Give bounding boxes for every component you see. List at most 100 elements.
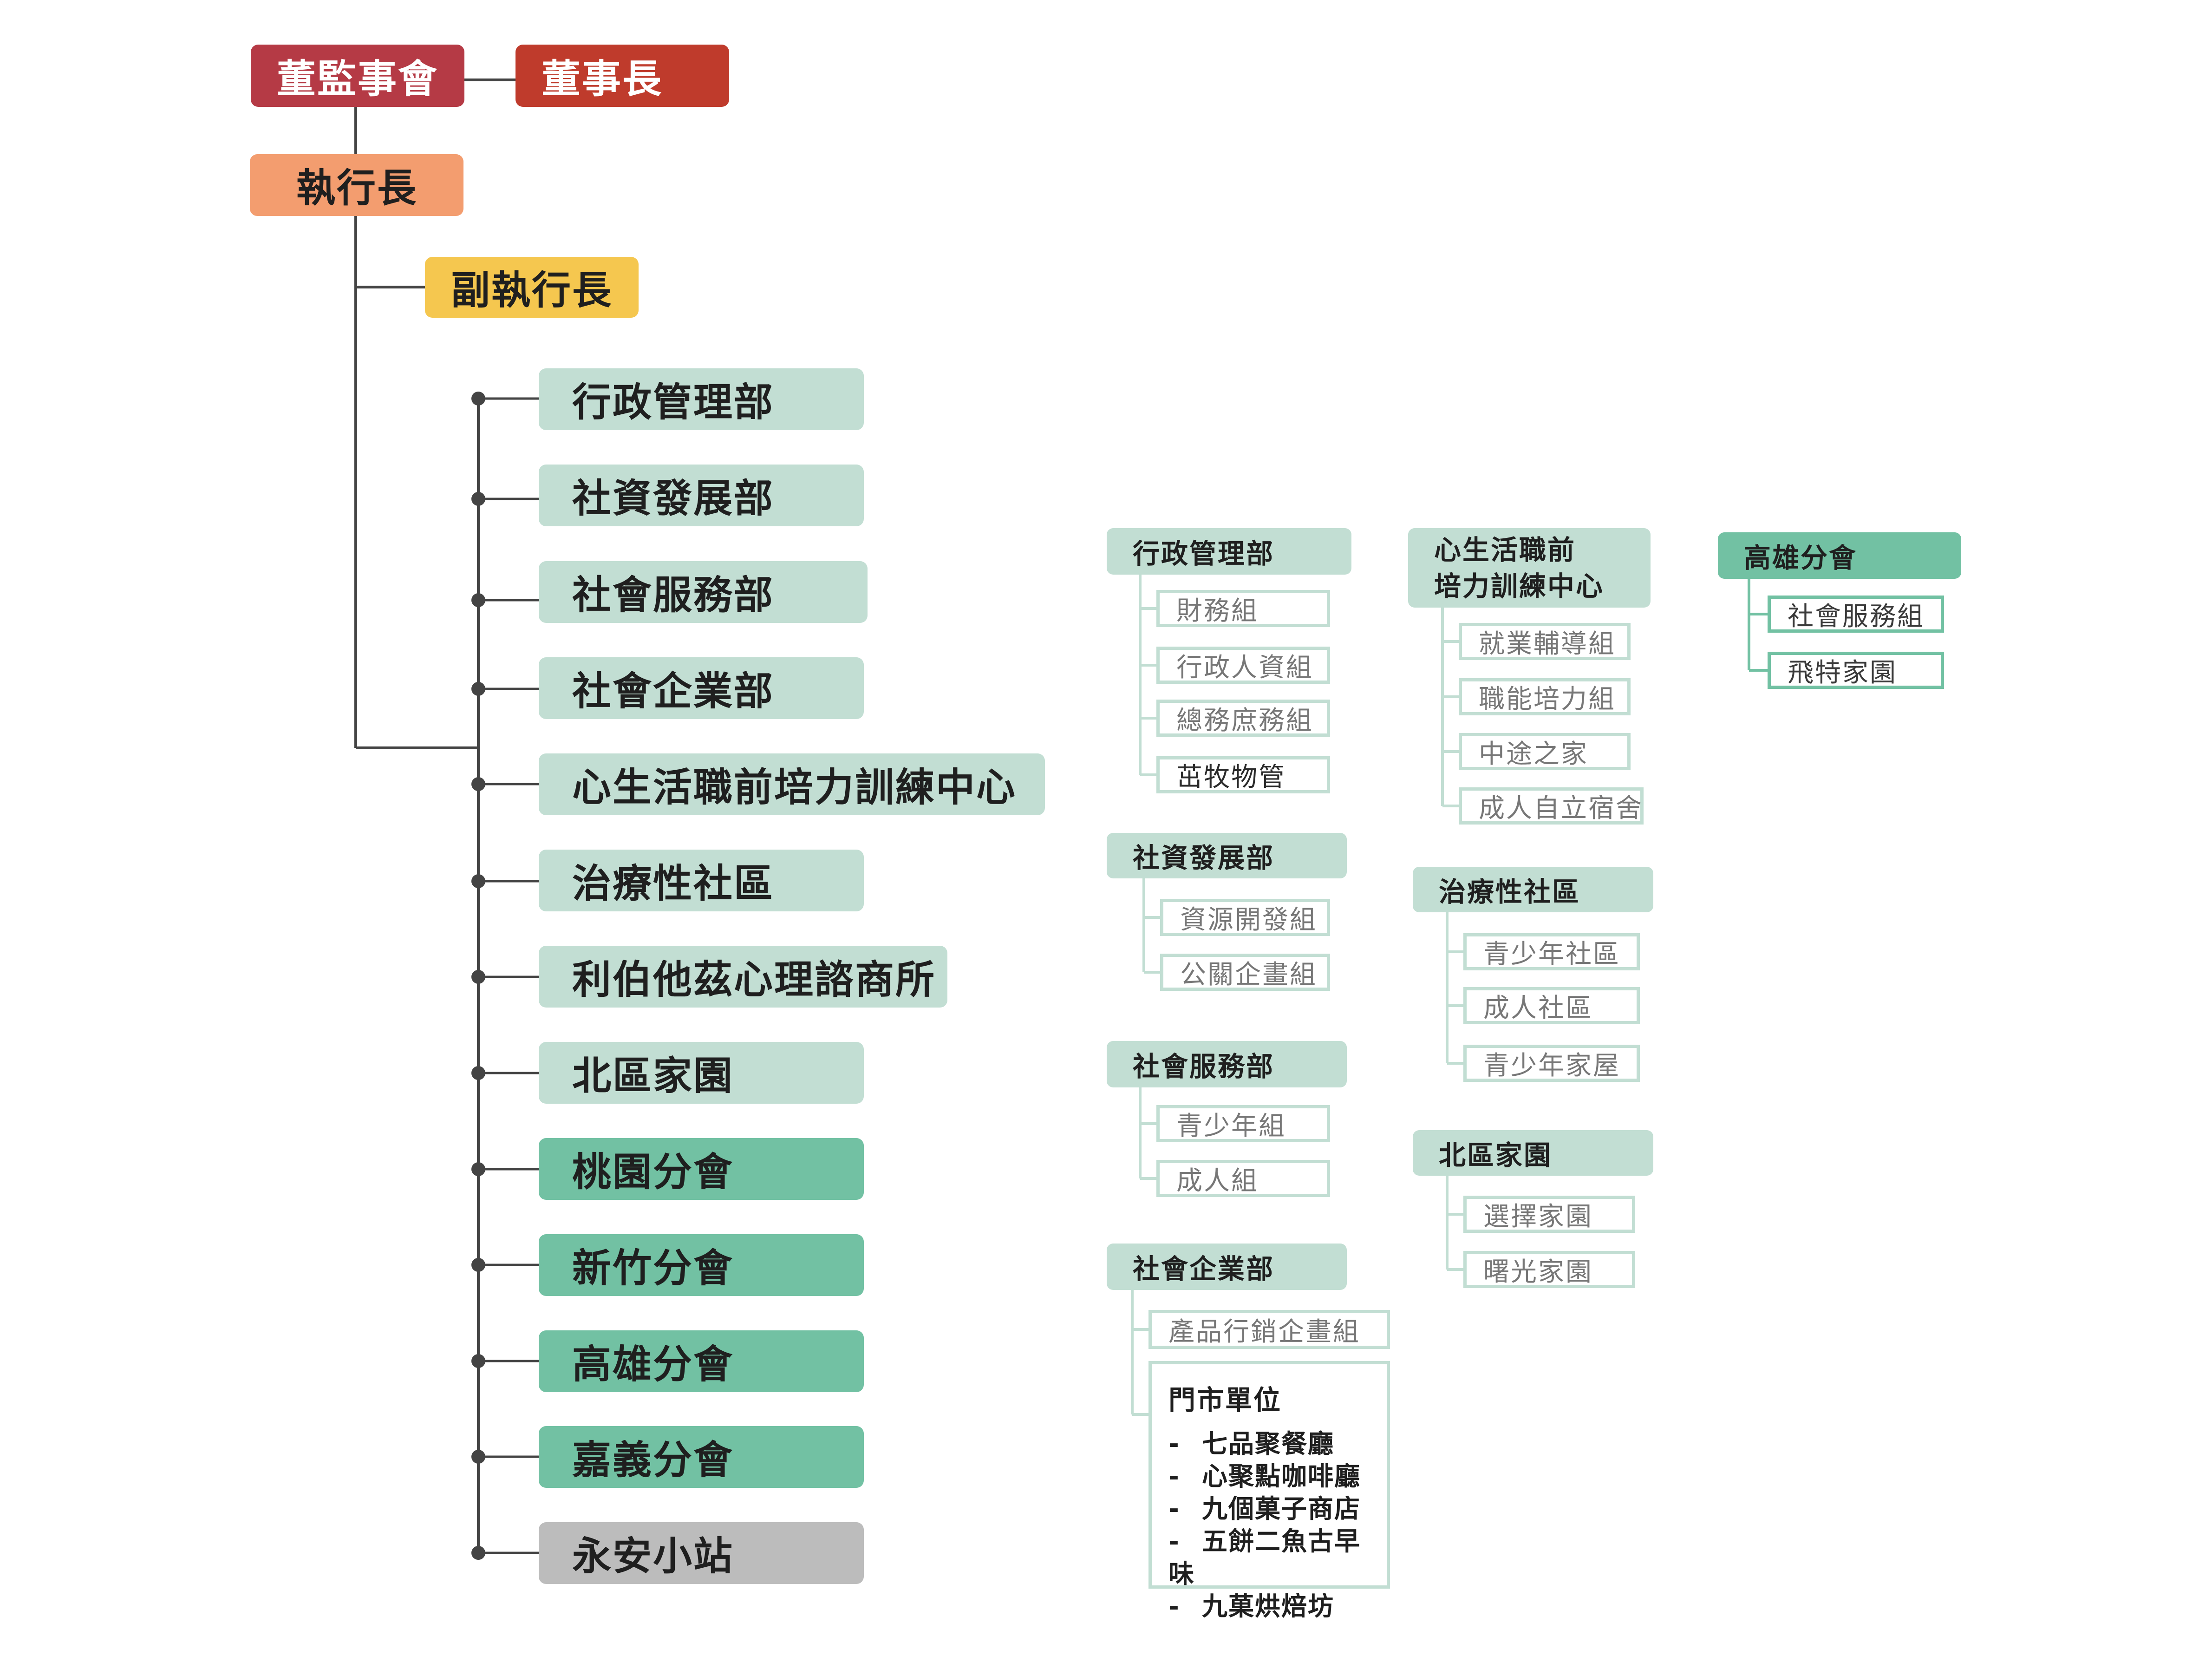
dept-label: 行政管理部: [572, 380, 775, 425]
sub-label: 財務組: [1176, 596, 1259, 626]
sub-label: 產品行銷企畫組: [1168, 1316, 1360, 1347]
chairman-box: 董事長: [515, 45, 729, 107]
detail-training-header: 心生活職前 培力訓練中心: [1408, 528, 1651, 608]
detail-resource-header: 社資發展部: [1107, 833, 1347, 878]
sub-label: 成人組: [1176, 1165, 1259, 1196]
chairman-label: 董事長: [542, 56, 663, 102]
sub-label: 職能培力組: [1479, 684, 1616, 714]
sub-label: 行政人資組: [1176, 652, 1313, 683]
dept-label: 新竹分會: [572, 1245, 734, 1291]
detail-resource-sub: 公關企畫組: [1160, 954, 1330, 991]
dept-admin: 行政管理部: [539, 368, 864, 430]
dept-label: 社會服務部: [572, 572, 775, 618]
sub-label: 青少年組: [1176, 1111, 1286, 1141]
detail-title: 社資發展部: [1133, 842, 1275, 874]
dept-label: 北區家園: [572, 1053, 734, 1099]
sub-label: 總務庶務組: [1176, 705, 1313, 736]
dept-label: 高雄分會: [572, 1342, 734, 1387]
dash-bullet: -: [1168, 1494, 1180, 1524]
dept-hsinchu-branch: 新竹分會: [539, 1234, 864, 1296]
dept-kaohsiung-branch: 高雄分會: [539, 1330, 864, 1392]
detail-admin-sub: 行政人資組: [1156, 647, 1330, 684]
store-name: 七品聚餐廳: [1202, 1429, 1335, 1459]
detail-training-sub: 中途之家: [1459, 733, 1631, 770]
dept-therapeutic-community: 治療性社區: [539, 850, 864, 911]
board-of-directors-box: 董監事會: [251, 45, 464, 107]
sub-label: 青少年家屋: [1483, 1050, 1620, 1081]
detail-training-sub: 成人自立宿舍: [1459, 787, 1644, 825]
dept-chiayi-branch: 嘉義分會: [539, 1426, 864, 1488]
sub-label: 曙光家園: [1483, 1257, 1593, 1287]
store-name: 九菓烘焙坊: [1202, 1591, 1335, 1621]
detail-admin-sub: 總務庶務組: [1156, 700, 1330, 737]
detail-admin-header: 行政管理部: [1107, 528, 1351, 575]
detail-service-sub: 青少年組: [1156, 1105, 1330, 1142]
store-item: -七品聚餐廳: [1168, 1427, 1373, 1460]
detail-community-sub: 青少年家屋: [1463, 1045, 1640, 1082]
dept-social-service: 社會服務部: [539, 561, 868, 623]
dept-label: 心生活職前培力訓練中心: [572, 765, 1017, 810]
detail-title: 高雄分會: [1744, 542, 1858, 574]
detail-enterprise-header: 社會企業部: [1107, 1244, 1347, 1290]
sub-label: 中途之家: [1479, 739, 1588, 769]
detail-community-header: 治療性社區: [1413, 867, 1653, 912]
dept-resource: 社資發展部: [539, 465, 864, 526]
store-item: -心聚點咖啡廳: [1168, 1460, 1373, 1492]
store-item: -九個菓子商店: [1168, 1492, 1373, 1525]
detail-enterprise-sub: 產品行銷企畫組: [1148, 1310, 1390, 1349]
detail-admin-sub: 茁牧物管: [1156, 756, 1330, 793]
detail-title-line: 培力訓練中心: [1434, 570, 1605, 602]
store-name: 九個菓子商店: [1202, 1494, 1361, 1524]
detail-title-block: 心生活職前 培力訓練中心: [1434, 532, 1604, 604]
sub-label: 就業輔導組: [1479, 628, 1616, 659]
dept-label: 永安小站: [572, 1533, 734, 1579]
sub-label: 茁牧物管: [1176, 762, 1286, 792]
detail-kaohsiung-sub: 飛特家園: [1768, 652, 1944, 689]
dash-bullet: -: [1168, 1526, 1180, 1556]
detail-kaohsiung-header: 高雄分會: [1718, 532, 1961, 579]
dash-bullet: -: [1168, 1429, 1180, 1459]
store-units-box: 門市單位 -七品聚餐廳 -心聚點咖啡廳 -九個菓子商店 -五餅二魚古早味 -九菓…: [1148, 1361, 1390, 1621]
detail-admin-sub: 財務組: [1156, 590, 1330, 627]
dept-label: 社會企業部: [572, 668, 775, 714]
detail-training-sub: 職能培力組: [1459, 678, 1631, 715]
store-name: 五餅二魚古早味: [1168, 1526, 1361, 1589]
dept-counseling-clinic: 利伯他茲心理諮商所: [539, 946, 947, 1008]
ceo-label: 執行長: [296, 165, 418, 211]
detail-title-line: 心生活職前: [1434, 534, 1576, 566]
detail-north-header: 北區家園: [1413, 1130, 1653, 1176]
detail-title: 行政管理部: [1133, 538, 1275, 569]
detail-community-sub: 成人社區: [1463, 987, 1640, 1024]
store-item: -五餅二魚古早味: [1168, 1525, 1373, 1590]
ceo-box: 執行長: [250, 154, 463, 216]
dept-training-center: 心生活職前培力訓練中心: [539, 753, 1045, 815]
sub-label: 公關企畫組: [1180, 959, 1317, 990]
detail-north-sub: 曙光家園: [1463, 1251, 1635, 1288]
store-units-title: 門市單位: [1168, 1384, 1282, 1416]
detail-training-sub: 就業輔導組: [1459, 623, 1631, 660]
detail-kaohsiung-sub: 社會服務組: [1768, 596, 1944, 633]
detail-resource-sub: 資源開發組: [1160, 899, 1330, 936]
sub-label: 成人社區: [1483, 993, 1593, 1023]
sub-label: 社會服務組: [1788, 601, 1925, 632]
store-name: 心聚點咖啡廳: [1202, 1461, 1361, 1491]
sub-label: 成人自立宿舍: [1479, 793, 1643, 824]
dept-social-enterprise: 社會企業部: [539, 657, 864, 719]
dash-bullet: -: [1168, 1461, 1180, 1491]
sub-label: 飛特家園: [1788, 657, 1897, 688]
dept-label: 嘉義分會: [572, 1437, 734, 1483]
dash-bullet: -: [1168, 1591, 1180, 1621]
sub-label: 選擇家園: [1483, 1201, 1593, 1232]
sub-label: 資源開發組: [1180, 904, 1317, 935]
detail-title: 治療性社區: [1439, 876, 1581, 908]
deputy-ceo-label: 副執行長: [451, 268, 613, 313]
detail-title: 北區家園: [1439, 1139, 1553, 1171]
detail-service-sub: 成人組: [1156, 1160, 1330, 1197]
store-item: -九菓烘焙坊: [1168, 1590, 1373, 1623]
detail-title: 社會企業部: [1133, 1253, 1275, 1285]
detail-community-sub: 青少年社區: [1463, 933, 1640, 970]
dept-yongan-station: 永安小站: [539, 1522, 864, 1584]
board-label: 董監事會: [277, 56, 439, 102]
